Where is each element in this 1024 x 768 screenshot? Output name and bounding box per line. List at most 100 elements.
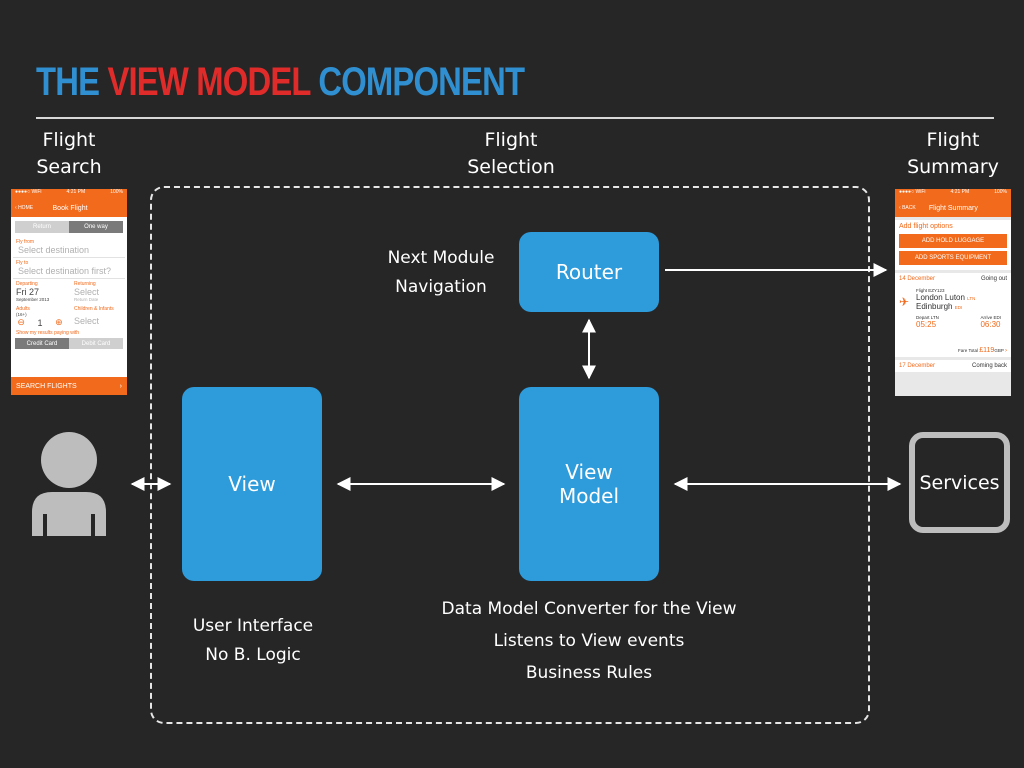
- fly-to-field[interactable]: Select destination first?: [13, 266, 125, 279]
- return-flight-card[interactable]: 17 December Coming back: [895, 360, 1011, 372]
- back-label-text: Coming back: [971, 363, 1007, 369]
- label-flight-selection: Flight Selection: [460, 127, 562, 181]
- out-label: Going out: [980, 276, 1007, 282]
- screen-title: Flight Summary: [928, 204, 978, 212]
- fly-from-field[interactable]: Select destination: [13, 245, 125, 258]
- depart-time: 05:25: [916, 320, 937, 329]
- module-boundary: [150, 186, 870, 724]
- children-label: Children & Infants: [74, 306, 114, 312]
- label-line: Flight: [42, 129, 96, 151]
- services-box: Services: [909, 432, 1010, 533]
- out-date: 14 December: [899, 276, 936, 282]
- to-city: Edinburgh: [916, 302, 953, 311]
- screen-title: Book Flight: [52, 204, 88, 212]
- trip-type-toggle: Return One way: [15, 221, 123, 233]
- fare-label: Fare Total: [958, 348, 978, 353]
- status-battery: 100%: [994, 189, 1007, 195]
- oneway-option[interactable]: One way: [69, 221, 123, 233]
- nav-bar: ‹ BACK Flight Summary: [895, 199, 1011, 217]
- note-line: Navigation: [395, 277, 487, 297]
- arrive-time: 06:30: [980, 320, 1001, 329]
- adults-count: 1: [37, 317, 43, 328]
- note-line: Next Module: [387, 248, 495, 268]
- status-time: 4:21 PM: [66, 189, 86, 195]
- title-part-3: COMPONENT: [318, 60, 525, 104]
- label-line: Search: [36, 156, 102, 178]
- slide-title: THE VIEW MODEL COMPONENT: [36, 60, 525, 105]
- note-line: Data Model Converter for the View: [441, 599, 737, 619]
- status-signal: ●●●●○ WiFi: [899, 189, 926, 195]
- fly-from-label: Fly from: [16, 239, 35, 245]
- chevron-right-icon: ›: [1005, 348, 1007, 354]
- add-hold-luggage-button[interactable]: ADD HOLD LUGGAGE: [899, 234, 1007, 248]
- adults-sub: (16+): [16, 312, 27, 317]
- back-button[interactable]: ‹ HOME: [15, 205, 34, 211]
- note-line: User Interface: [192, 616, 314, 636]
- view-note: User Interface No B. Logic: [178, 612, 328, 670]
- credit-card-option[interactable]: Credit Card: [15, 338, 69, 349]
- from-code: LTN: [967, 296, 976, 301]
- label-line: Selection: [467, 156, 555, 178]
- view-model-label-line: Model: [558, 484, 620, 508]
- note-line: Business Rules: [525, 663, 653, 683]
- label-flight-search: Flight Search: [30, 127, 108, 181]
- label-line: Summary: [907, 156, 999, 178]
- passengers-row: Adults (16+) ⊖ 1 ⊕ Children & Infants Se…: [11, 304, 127, 328]
- view-model-label-line: View: [565, 460, 613, 484]
- view-label: View: [228, 472, 276, 496]
- plane-icon: ✈: [899, 295, 910, 309]
- returning-sub: Return Date: [74, 297, 99, 302]
- router-note: Next Module Navigation: [376, 244, 506, 302]
- departing-field[interactable]: Departing Fri 27 September 2013: [11, 279, 69, 304]
- arrive-label: Arrive EDI: [980, 315, 1001, 320]
- view-model-box: View Model: [519, 387, 659, 581]
- note-line: Listens to View events: [493, 631, 685, 651]
- fare-total: Fare Total £119GBP ›: [958, 347, 1007, 354]
- departing-day: Fri 27: [16, 287, 40, 297]
- flight-options-card: Add flight options ADD HOLD LUGGAGE ADD …: [895, 220, 1011, 270]
- plus-icon[interactable]: ⊕: [55, 317, 63, 327]
- payment-toggle: Credit Card Debit Card: [15, 338, 123, 349]
- flight-summary-screen: ●●●●○ WiFi 4:21 PM 100% ‹ BACK Flight Su…: [895, 189, 1011, 396]
- from-city: London Luton: [916, 293, 965, 302]
- add-sports-equipment-button[interactable]: ADD SPORTS EQUIPMENT: [899, 251, 1007, 265]
- adults-stepper[interactable]: ⊖ 1 ⊕: [11, 317, 69, 328]
- nav-bar: ‹ HOME Book Flight: [11, 199, 127, 217]
- search-flights-button[interactable]: SEARCH FLIGHTS ›: [11, 377, 127, 395]
- status-time: 4:21 PM: [950, 189, 970, 195]
- outbound-flight-card: 14 December Going out ✈ Flight EZY123 Lo…: [895, 273, 1011, 357]
- services-label: Services: [919, 471, 1000, 494]
- back-label: BACK: [902, 205, 916, 211]
- router-box: Router: [519, 232, 659, 312]
- status-signal: ●●●●○ WiFi: [15, 189, 42, 195]
- title-part-1: THE: [36, 60, 100, 104]
- children-field[interactable]: Children & Infants Select: [69, 304, 127, 328]
- view-box: View: [182, 387, 322, 581]
- payment-label: Show my results paying with: [16, 330, 80, 336]
- departing-month: September 2013: [16, 297, 50, 302]
- fly-to-label: Fly to: [16, 260, 29, 266]
- minus-icon[interactable]: ⊖: [17, 317, 25, 327]
- label-flight-summary: Flight Summary: [904, 127, 1002, 181]
- label-line: Flight: [484, 129, 538, 151]
- title-part-2: VIEW MODEL: [107, 60, 311, 104]
- router-label: Router: [555, 260, 623, 284]
- title-divider: [36, 117, 994, 119]
- back-date: 17 December: [899, 363, 936, 369]
- status-battery: 100%: [110, 189, 123, 195]
- debit-card-option[interactable]: Debit Card: [69, 338, 123, 349]
- flight-number: Flight EZY123: [916, 288, 945, 293]
- status-bar: ●●●●○ WiFi 4:21 PM 100%: [11, 189, 127, 199]
- back-label: HOME: [18, 205, 34, 211]
- returning-value: Select: [74, 287, 100, 297]
- status-bar: ●●●●○ WiFi 4:21 PM 100%: [895, 189, 1011, 199]
- to-code: EDI: [954, 305, 963, 310]
- children-value: Select: [74, 316, 100, 326]
- return-option[interactable]: Return: [15, 221, 69, 233]
- returning-field[interactable]: Returning Select Return Date: [69, 279, 127, 304]
- options-title: Add flight options: [899, 223, 953, 230]
- back-button[interactable]: ‹ BACK: [899, 205, 916, 211]
- chevron-right-icon: ›: [119, 382, 122, 390]
- adults-label: Adults: [16, 306, 30, 312]
